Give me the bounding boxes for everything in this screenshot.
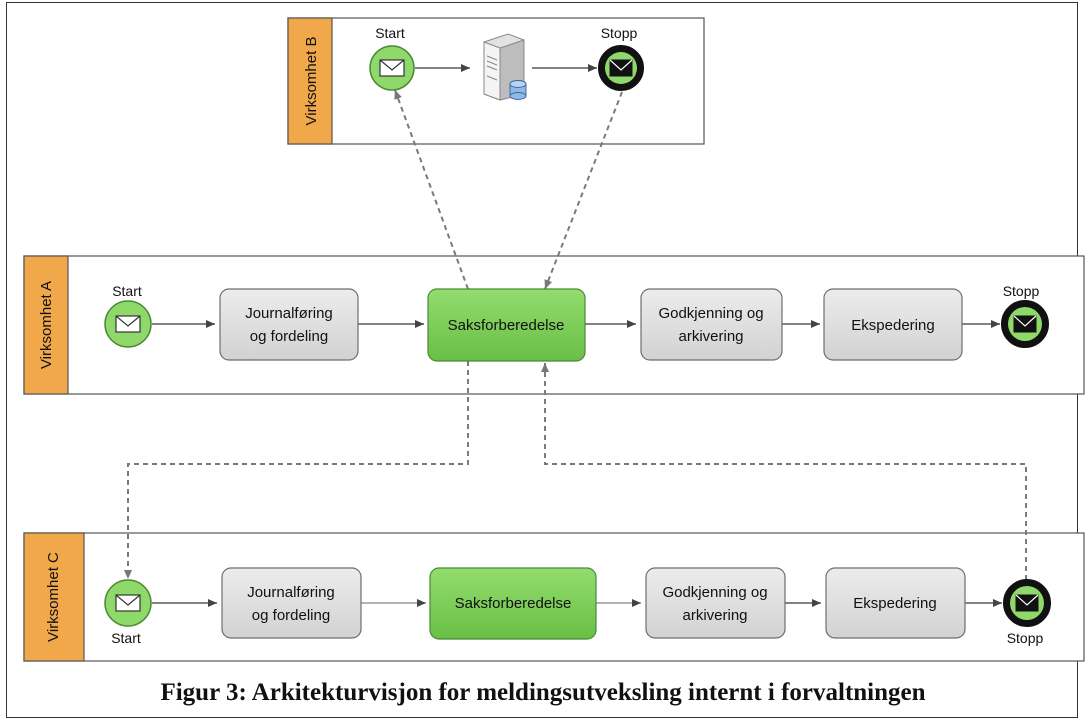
envelope-icon [115, 594, 141, 612]
task-godkjenning-c: Godkjenning og arkivering [645, 567, 786, 639]
stop-label-b: Stopp [601, 25, 638, 41]
task-label: Ekspedering [851, 317, 934, 334]
start-label-c: Start [111, 630, 141, 646]
flow-a-to-c-start [124, 361, 469, 579]
lane-header-a [23, 255, 69, 395]
envelope-filled-icon [1013, 315, 1037, 333]
start-label-b: Start [375, 25, 405, 41]
end-event-a: Stopp [1001, 283, 1049, 348]
message-flows [124, 89, 1027, 580]
task-label-line1: Godkjenning og [658, 305, 763, 322]
task-ekspedering-a: Ekspedering [823, 288, 963, 361]
task-journalforing-a: Journalføring og fordeling [219, 288, 359, 361]
task-label-line2: og fordeling [250, 328, 328, 345]
task-label-line1: Godkjenning og [662, 584, 767, 601]
task-label-line2: og fordeling [252, 607, 330, 624]
stop-label-c: Stopp [1007, 630, 1044, 646]
start-event-b: Start [369, 25, 415, 91]
envelope-icon [379, 59, 405, 77]
lane-label-b: Virksomhet B [303, 37, 320, 126]
task-journalforing-c: Journalføring og fordeling [221, 567, 362, 639]
figure-caption: Figur 3: Arkitekturvisjon for meldingsut… [160, 679, 926, 706]
lane-label-c: Virksomhet C [45, 552, 62, 642]
task-godkjenning-a: Godkjenning og arkivering [640, 288, 783, 361]
task-saksforberedelse-a: Saksforberedelse [427, 288, 586, 362]
task-label-line1: Journalføring [247, 584, 335, 601]
server-database-icon [483, 33, 527, 101]
lane-header-b [287, 17, 333, 145]
lane-header-c [23, 532, 85, 662]
end-event-b: Stopp [598, 25, 644, 91]
task-saksforberedelse-c: Saksforberedelse [429, 567, 597, 640]
start-label-a: Start [112, 283, 142, 299]
start-event-a: Start [104, 283, 152, 348]
task-label: Saksforberedelse [455, 595, 572, 612]
task-label: Saksforberedelse [448, 317, 565, 334]
task-label-line1: Journalføring [245, 305, 333, 322]
task-label-line2: arkivering [678, 328, 743, 345]
lane-label-a: Virksomhet A [38, 281, 55, 369]
envelope-icon [115, 315, 141, 333]
envelope-filled-icon [609, 59, 633, 77]
stop-label-a: Stopp [1003, 283, 1040, 299]
task-ekspedering-c: Ekspedering [825, 567, 966, 639]
end-event-c: Stopp [1003, 579, 1051, 646]
envelope-filled-icon [1015, 594, 1039, 612]
task-label-line2: arkivering [682, 607, 747, 624]
task-label: Ekspedering [853, 595, 936, 612]
start-event-c: Start [104, 579, 152, 646]
flow-c-stop-to-a [541, 363, 1027, 580]
